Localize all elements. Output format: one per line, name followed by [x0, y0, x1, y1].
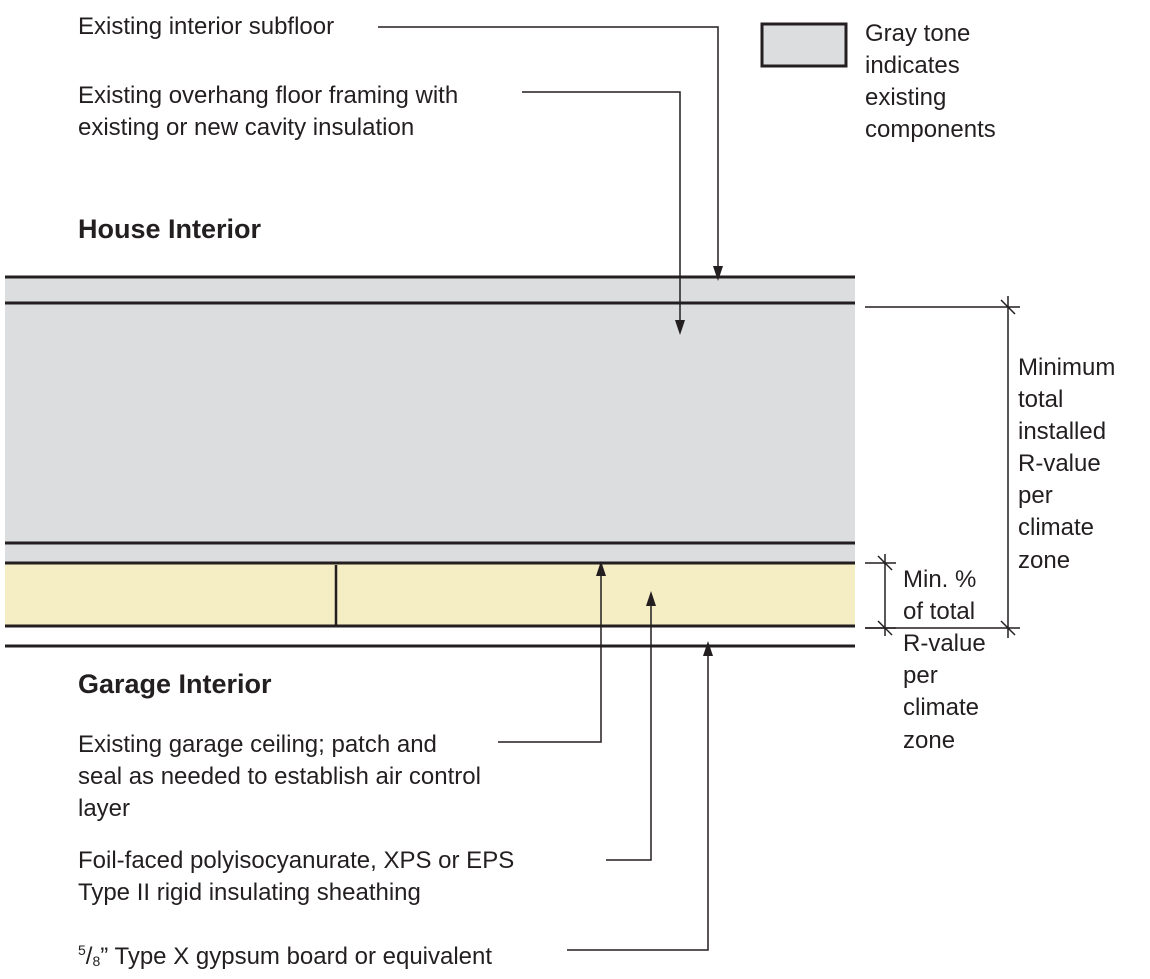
rigid-insulation-fill: [5, 563, 855, 626]
dim-total-text-line-2: total: [1018, 386, 1064, 413]
leader-subfloor: [378, 26, 719, 272]
dim-min-text-line-5: climate: [903, 694, 980, 721]
gypsum-fraction-slash: /: [85, 943, 93, 970]
callout-rigid-insulation-line-2: Type II rigid insulating sheathing: [78, 879, 421, 906]
existing-assembly-fill: [5, 277, 855, 563]
legend-text-line-2: indicates: [865, 52, 960, 79]
leader-floor-framing: [522, 91, 681, 326]
dim-min-tick-bottom: [877, 620, 893, 636]
dim-total-tick-bottom: [1000, 620, 1016, 636]
legend-swatch: [760, 22, 848, 68]
callout-garage-ceiling-line-1: Existing garage ceiling; patch and: [78, 731, 437, 758]
dim-total-tick-top: [1000, 299, 1016, 315]
arrow-gypsum: [703, 641, 713, 656]
heading-house-interior: House Interior: [78, 214, 262, 244]
callout-gypsum: 5/8” Type X gypsum board or equivalent: [78, 934, 492, 977]
gypsum-fraction-numerator: 5: [78, 942, 86, 958]
legend-text-line-3: existing: [865, 84, 947, 111]
leader-garage-ceiling: [498, 570, 602, 743]
arrow-garage-ceiling: [596, 561, 606, 576]
callout-garage-ceiling-line-2: seal as needed to establish air control: [78, 763, 481, 790]
callout-rigid-insulation-line-1: Foil-faced polyisocyanurate, XPS or EPS: [78, 847, 515, 874]
callout-garage-ceiling-line-3: layer: [78, 795, 131, 822]
dim-total-text-line-5: per: [1018, 482, 1053, 509]
arrow-floor-framing: [675, 320, 685, 335]
dim-min-text-line-3: R-value: [903, 630, 986, 657]
dim-total-text-line-1: Minimum: [1018, 354, 1116, 381]
dim-total-text-line-7: zone: [1018, 547, 1071, 574]
heading-garage-interior: Garage Interior: [78, 669, 272, 699]
legend-text-line-4: components: [865, 116, 996, 143]
dim-min-text-line-1: Min. %: [903, 566, 977, 593]
gypsum-fraction-denominator: 8: [92, 953, 101, 969]
callout-floor-framing-line-2: existing or new cavity insulation: [78, 114, 415, 141]
leader-gypsum: [567, 650, 709, 951]
dim-total-text-line-3: installed: [1018, 418, 1107, 445]
dim-min-tick-top: [877, 555, 893, 571]
gypsum-text: ” Type X gypsum board or equivalent: [100, 943, 493, 970]
arrow-rigid-insulation: [646, 591, 656, 606]
dim-min-text-line-4: per: [903, 662, 938, 689]
dim-min-text-line-6: zone: [903, 727, 956, 754]
callout-subfloor: Existing interior subfloor: [78, 13, 335, 40]
dim-min-text-line-2: of total: [903, 598, 976, 625]
dim-total-text-line-6: climate: [1018, 514, 1095, 541]
arrow-subfloor: [713, 266, 723, 281]
leader-rigid-insulation: [606, 600, 652, 861]
callout-floor-framing-line-1: Existing overhang floor framing with: [78, 82, 459, 109]
dim-total-text-line-4: R-value: [1018, 450, 1101, 477]
legend-text-line-1: Gray tone: [865, 20, 971, 47]
